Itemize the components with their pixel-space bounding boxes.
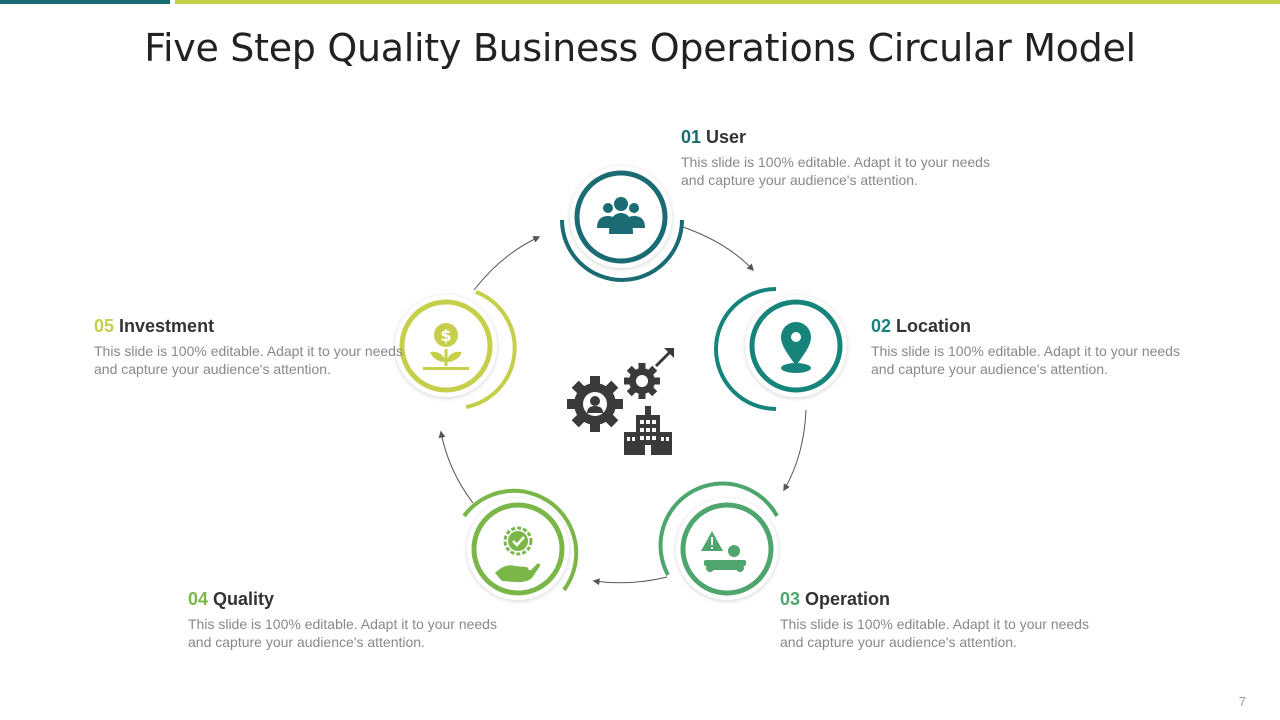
step-node-location [714,287,847,411]
step-operation-label: Operation [805,589,891,609]
top-accent-bar-right [175,0,1280,4]
money-plant-icon: $ [423,323,469,370]
top-accent-bar-left [0,0,170,4]
arrow-location-to-operation [783,409,807,492]
step-quality-number: 04 [188,589,209,609]
arrow-investment-to-user [473,236,541,291]
connector-arrows [438,226,807,586]
step-investment-description: This slide is 100% editable. Adapt it to… [94,343,403,377]
step-investment-number: 05 [94,316,115,336]
page-number: 7 [1238,694,1246,709]
step-quality-description: This slide is 100% editable. Adapt it to… [188,616,497,650]
gears-growth-building-icon [567,348,674,455]
svg-text:$: $ [440,326,451,345]
step-operation-description: This slide is 100% editable. Adapt it to… [780,616,1089,650]
step-quality-label: Quality [213,589,275,609]
quality-badge-hand-icon [495,526,540,583]
step-node-operation [658,481,779,600]
step-user-number: 01 [681,127,702,147]
users-group-icon [597,197,645,234]
arrow-user-to-location [682,226,754,272]
step-node-investment: $ [395,290,517,409]
step-user-description: This slide is 100% editable. Adapt it to… [681,154,990,188]
warning-operator-icon [701,531,746,572]
step-node-user [560,166,684,282]
step-location-number: 02 [871,316,892,336]
step-location-label: Location [896,316,972,336]
step-operation-number: 03 [780,589,801,609]
step-location-description: This slide is 100% editable. Adapt it to… [871,343,1180,377]
step-user-label: User [706,127,747,147]
slide-title: Five Step Quality Business Operations Ci… [144,26,1136,70]
step-node-quality [462,488,579,600]
arrow-quality-to-investment [438,430,474,504]
arrow-operation-to-quality [592,576,668,586]
location-pin-icon [781,322,811,373]
step-investment-label: Investment [119,316,215,336]
